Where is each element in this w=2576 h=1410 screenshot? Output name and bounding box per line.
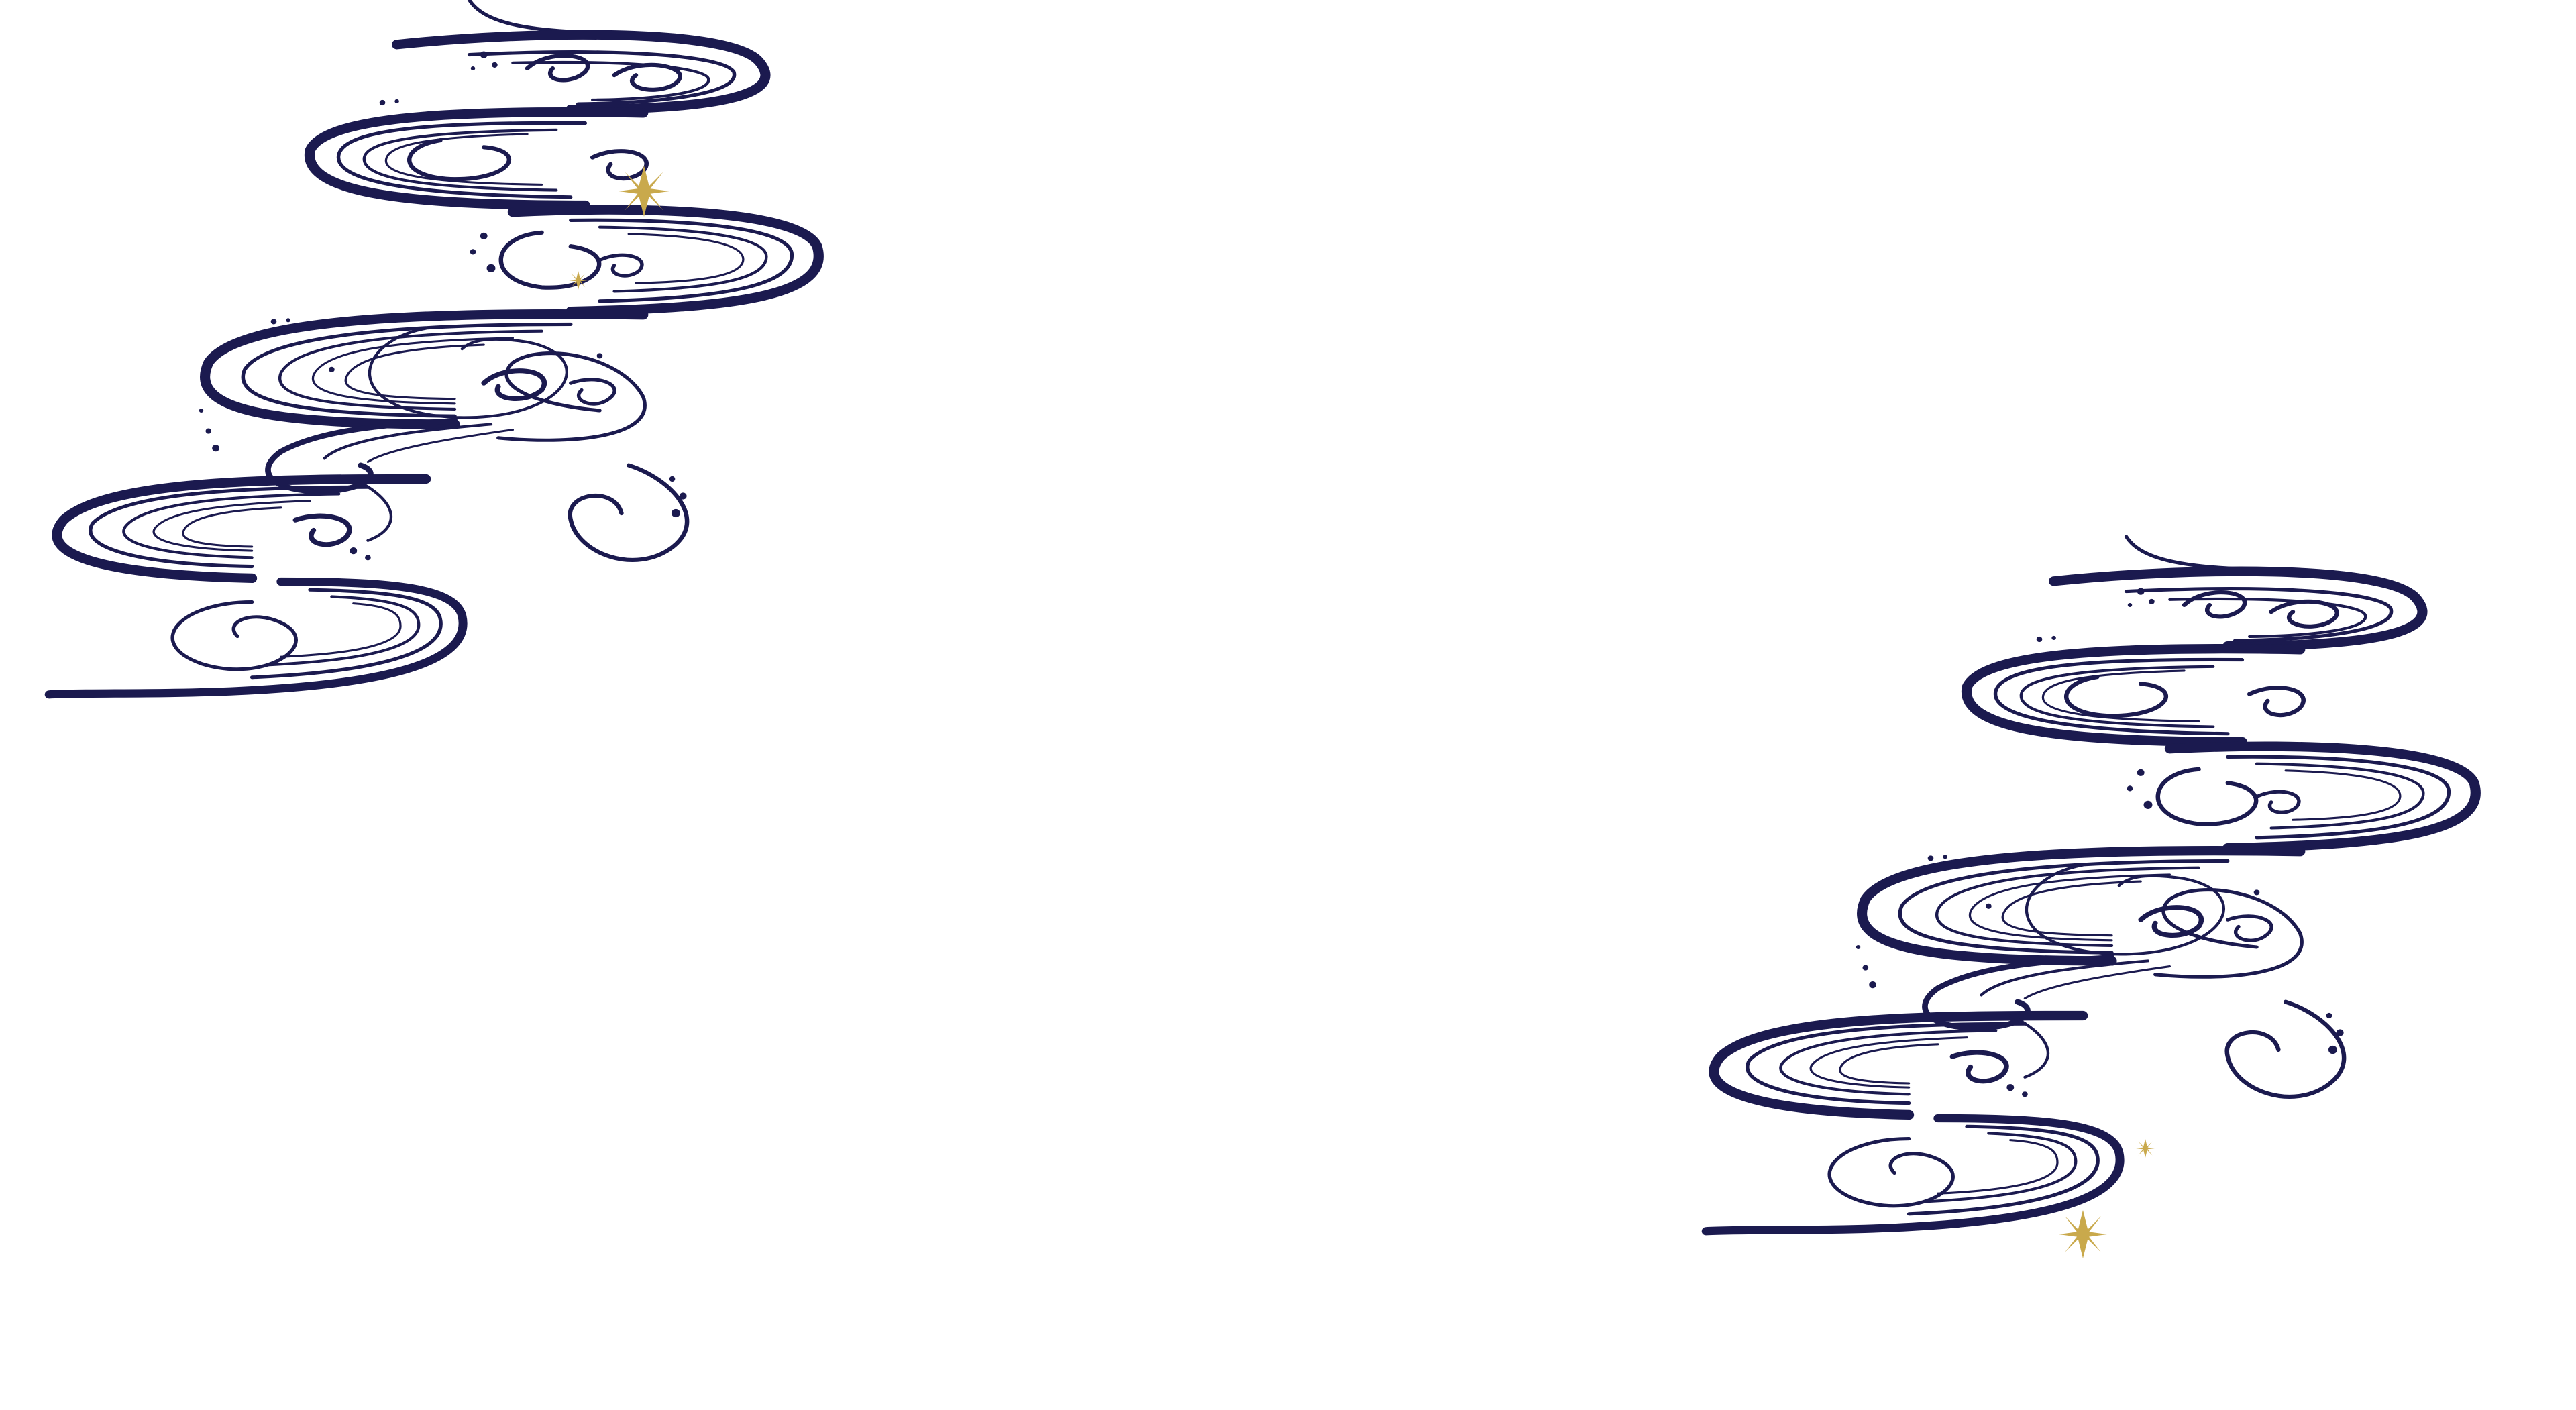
sparkle-icon: [2059, 1210, 2107, 1258]
swirl-wave-pattern-icon: [49, 0, 818, 694]
swirl-wave-pattern-icon: [1706, 537, 2475, 1231]
sparkle-icon: [2136, 1139, 2155, 1158]
wave-cluster-top-left: [49, 0, 818, 694]
sparkle-icon: [569, 271, 588, 290]
wave-cluster-bottom-right: [1706, 537, 2475, 1231]
